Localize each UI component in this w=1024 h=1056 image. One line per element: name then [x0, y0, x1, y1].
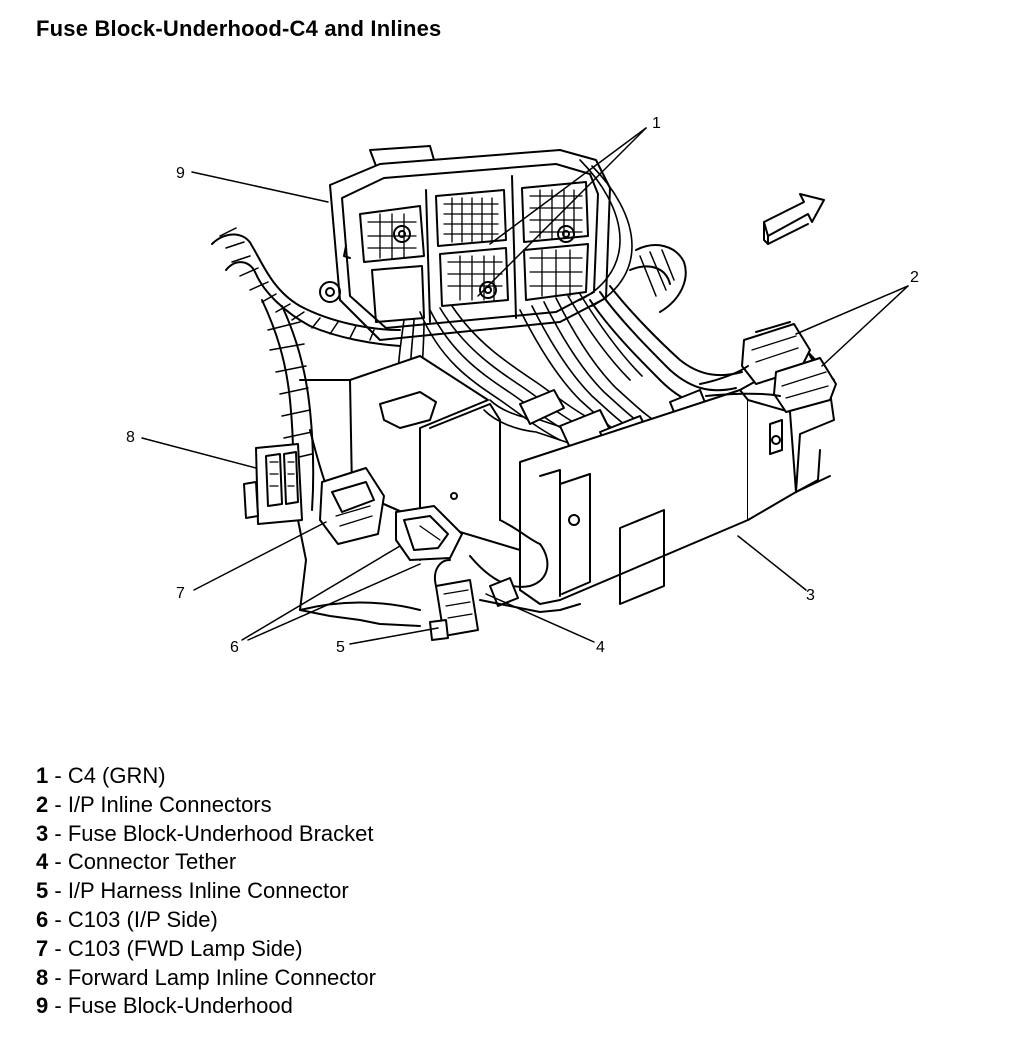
legend-item: 1 - C4 (GRN) — [36, 762, 376, 791]
legend-number: 2 — [36, 791, 49, 817]
legend-item: 4 - Connector Tether — [36, 848, 376, 877]
fuse-block-bracket — [297, 351, 835, 627]
callout-1: 1 — [652, 115, 661, 132]
ip-harness-inline-connector — [429, 559, 479, 641]
legend-item: 7 - C103 (FWD Lamp Side) — [36, 935, 376, 964]
legend-item: 2 - I/P Inline Connectors — [36, 791, 376, 820]
direction-arrow-icon — [763, 193, 825, 245]
legend-number: 6 — [36, 906, 49, 932]
legend-separator: - — [48, 878, 68, 904]
legend-separator: - — [48, 849, 68, 875]
callout-7: 7 — [176, 585, 185, 602]
legend-separator: - — [48, 820, 68, 846]
c103-ip-side-connector — [395, 505, 463, 561]
legend-label: I/P Inline Connectors — [67, 791, 272, 817]
forward-lamp-inline-connector — [243, 443, 303, 525]
bracket-base — [479, 475, 831, 613]
legend-separator: - — [48, 791, 68, 817]
legend-label: Fuse Block-Underhood — [67, 993, 293, 1019]
legend-number: 5 — [36, 878, 49, 904]
wiring-diagram: 1 2 3 4 5 6 7 8 9 — [126, 115, 919, 656]
callout-3: 3 — [806, 587, 815, 604]
callout-4: 4 — [596, 639, 605, 656]
legend-label: Forward Lamp Inline Connector — [67, 964, 376, 990]
callout-9: 9 — [176, 165, 185, 182]
legend-separator: - — [48, 964, 68, 990]
leader-lines — [141, 127, 909, 645]
legend-separator: - — [48, 993, 68, 1019]
legend-list: 1 - C4 (GRN) 2 - I/P Inline Connectors 3… — [36, 762, 376, 1021]
left-harness-conduit — [211, 227, 401, 511]
legend-separator: - — [48, 763, 68, 788]
callout-8: 8 — [126, 429, 135, 446]
legend-label: I/P Harness Inline Connector — [67, 878, 349, 904]
legend-item: 9 - Fuse Block-Underhood — [36, 992, 376, 1021]
legend-number: 1 — [36, 763, 49, 788]
callout-2: 2 — [910, 269, 919, 286]
legend-separator: - — [48, 935, 68, 961]
fuse-block-underhood — [319, 145, 611, 341]
legend-item: 8 - Forward Lamp Inline Connector — [36, 964, 376, 993]
legend-label: C103 (FWD Lamp Side) — [67, 935, 303, 961]
callout-6: 6 — [230, 639, 239, 656]
legend-label: C103 (I/P Side) — [67, 906, 218, 932]
legend-item: 3 - Fuse Block-Underhood Bracket — [36, 820, 376, 849]
wire-bundles — [397, 159, 667, 453]
callout-5: 5 — [336, 639, 345, 656]
c103-fwd-lamp-side-connector — [319, 467, 385, 545]
legend-label: Connector Tether — [67, 849, 237, 875]
legend-number: 9 — [36, 993, 49, 1019]
legend-number: 3 — [36, 820, 49, 846]
legend-number: 8 — [36, 964, 49, 990]
legend-number: 4 — [36, 849, 49, 875]
legend-label: C4 (GRN) — [67, 763, 166, 788]
legend-separator: - — [48, 906, 68, 932]
legend-item: 6 - C103 (I/P Side) — [36, 906, 376, 935]
legend-item: 5 - I/P Harness Inline Connector — [36, 877, 376, 906]
ip-inline-connectors — [699, 321, 837, 413]
legend-number: 7 — [36, 935, 49, 961]
legend-label: Fuse Block-Underhood Bracket — [67, 820, 374, 846]
page-title: Fuse Block-Underhood-C4 and Inlines — [36, 16, 442, 41]
